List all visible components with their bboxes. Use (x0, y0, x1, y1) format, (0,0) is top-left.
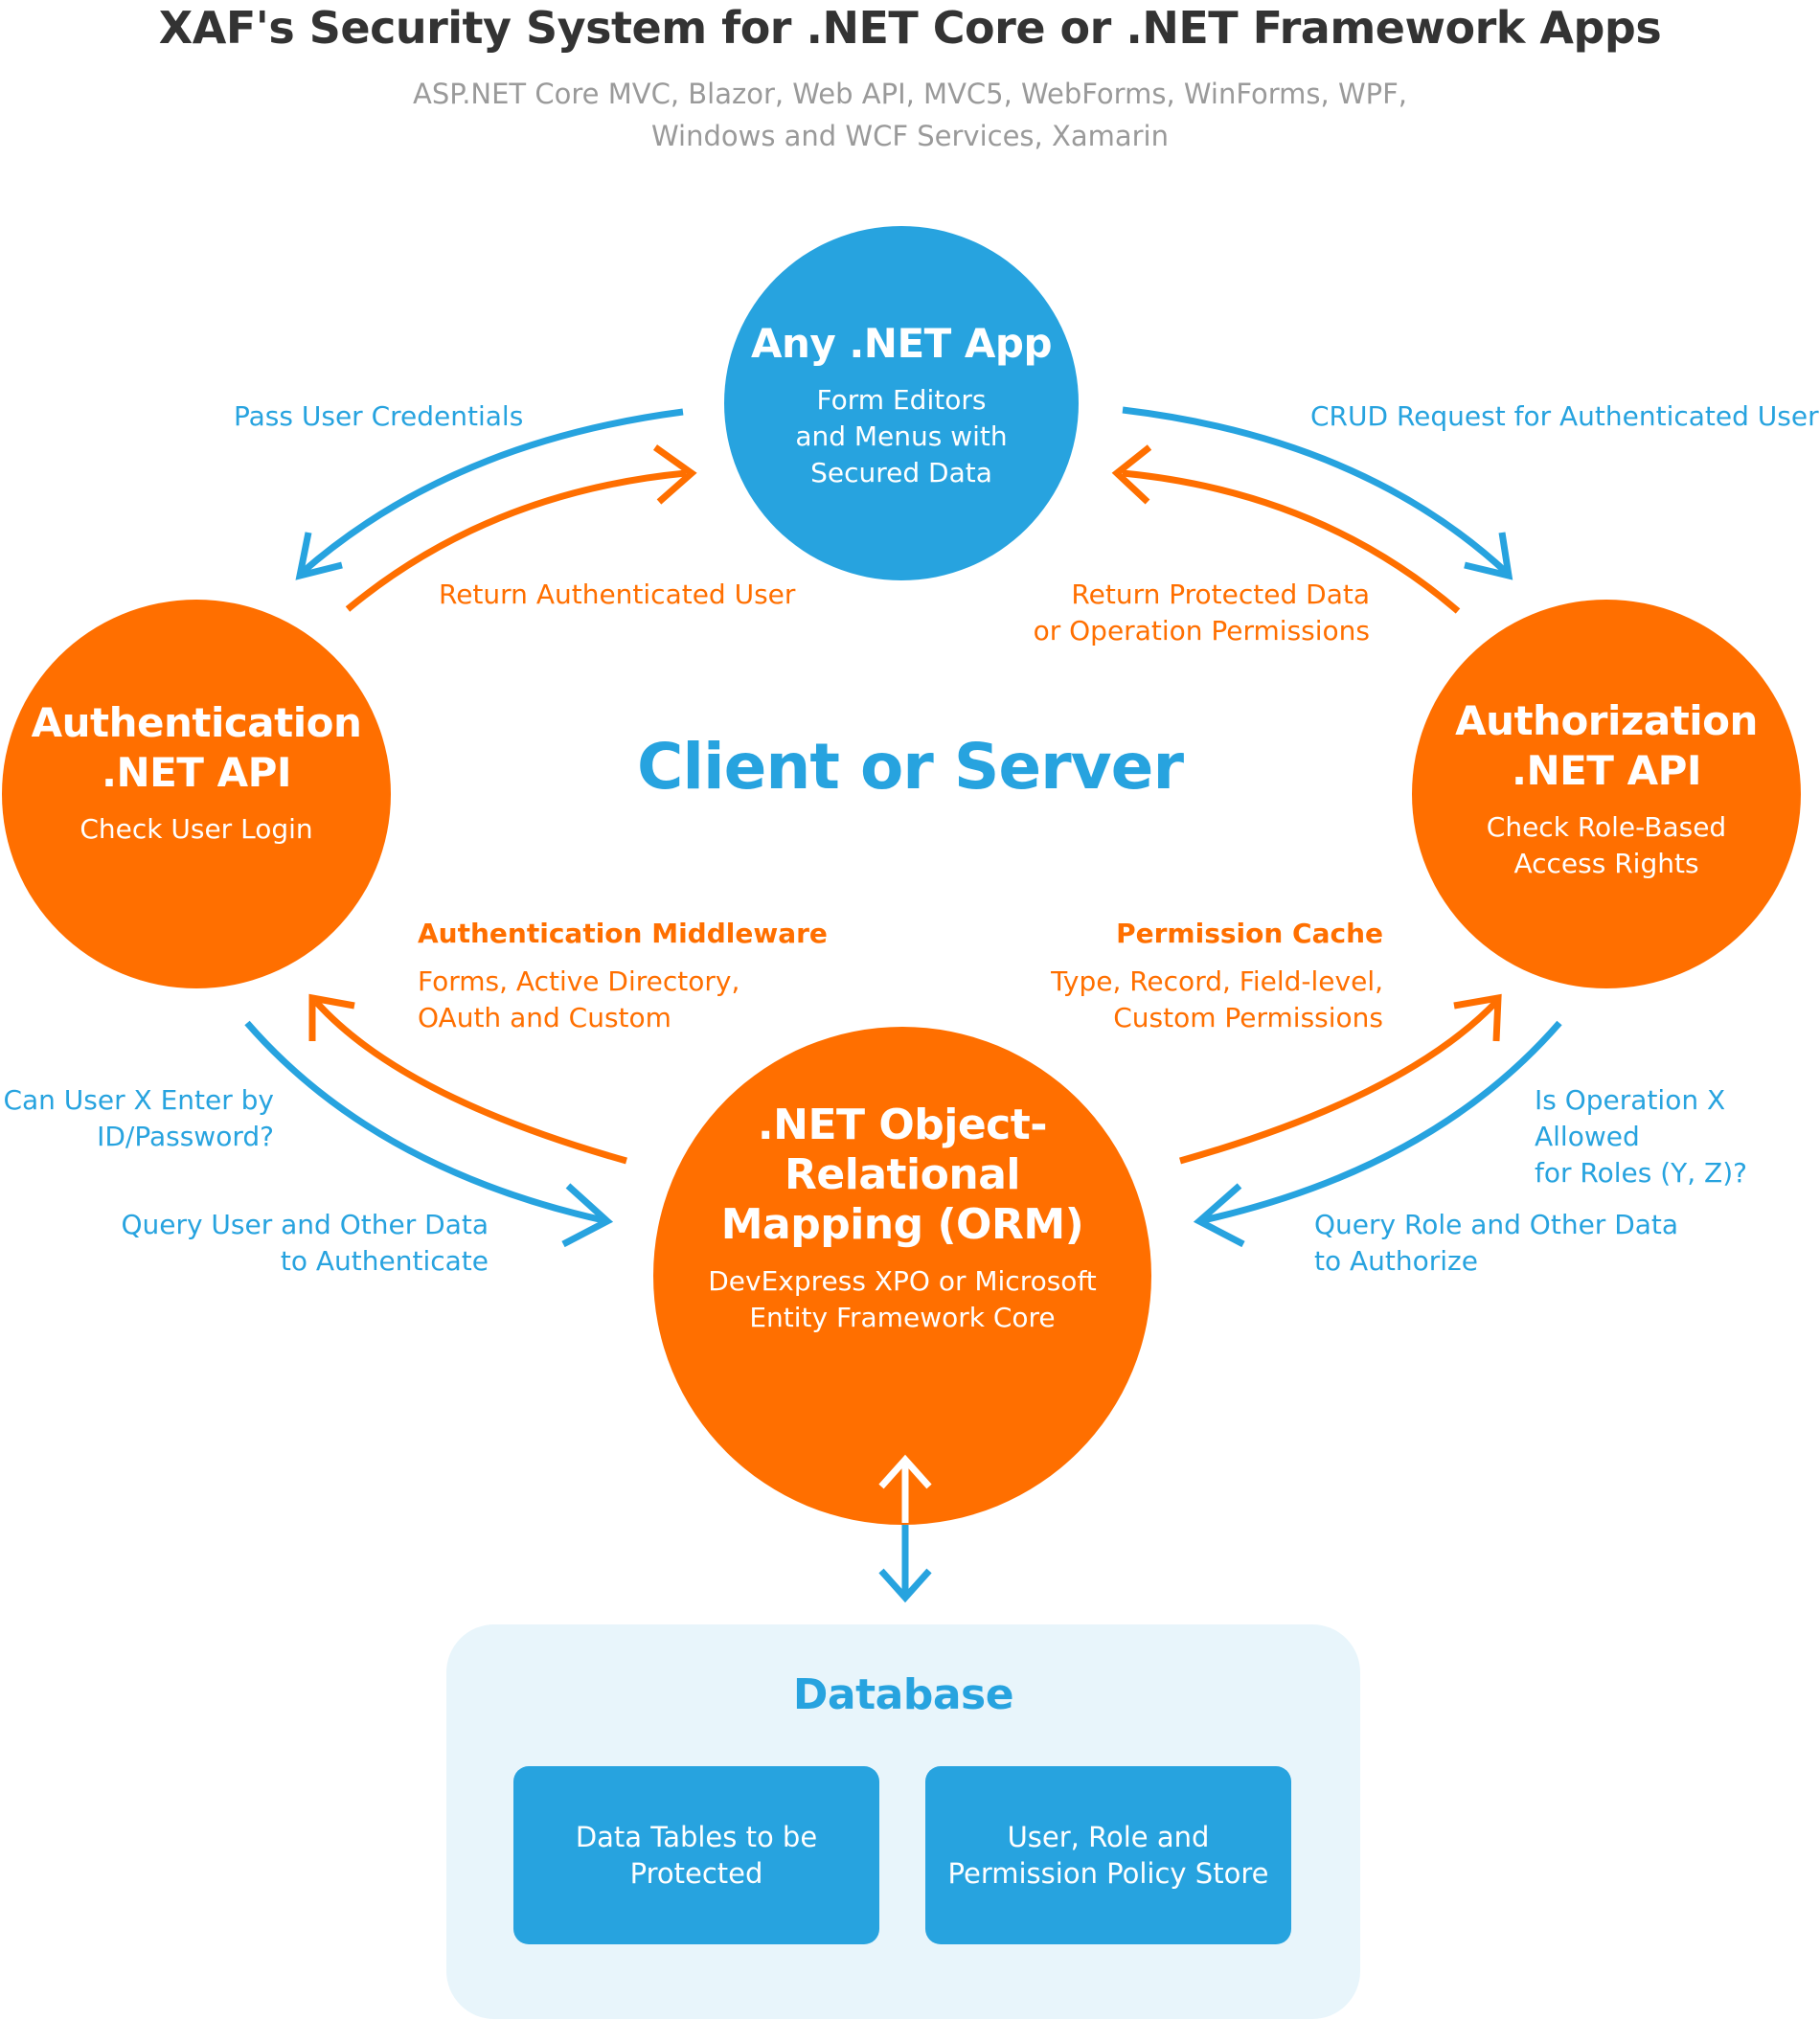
permission-cache-title: Permission Cache (1116, 918, 1383, 949)
label-query-user: Query User and Other Data to Authenticat… (96, 1207, 489, 1280)
label-line: Return Protected Data (1071, 579, 1370, 610)
node-desc-line: Access Rights (1513, 848, 1699, 879)
node-desc-line: Secured Data (810, 457, 992, 488)
flow-arrow-icon (345, 469, 687, 612)
node-title-line: .NET API (102, 749, 291, 796)
flow-arrow-icon (313, 999, 627, 1165)
page-title: XAF's Security System for .NET Core or .… (158, 2, 1662, 54)
flow-arrow-icon (1453, 993, 1502, 1042)
label-line: to Authenticate (280, 1245, 489, 1277)
label-query-role: Query Role and Other Data to Authorize (1314, 1207, 1678, 1280)
db-box-line: Permission Policy Store (947, 1857, 1269, 1890)
label-crud-request: CRUD Request for Authenticated User (1310, 400, 1819, 432)
label-line: Forms, Active Directory, (418, 965, 740, 997)
authentication-middleware-desc: Forms, Active Directory, OAuth and Custo… (418, 964, 739, 1036)
db-policy-store-box: User, Role and Permission Policy Store (925, 1766, 1291, 1944)
db-box-line: Protected (629, 1857, 763, 1890)
node-orm: .NET Object-Relational Mapping (ORM) Dev… (653, 1027, 1151, 1525)
label-line: Query User and Other Data (121, 1209, 489, 1240)
flow-arrow-icon (1122, 406, 1510, 576)
subtitle-line: ASP.NET Core MVC, Blazor, Web API, MVC5,… (412, 78, 1408, 110)
sync-arrow-up-head (878, 1454, 932, 1489)
authentication-middleware-title: Authentication Middleware (418, 918, 828, 949)
node-desc-line: Form Editors (816, 384, 987, 416)
node-title-line: Mapping (ORM) (720, 1200, 1084, 1249)
node-desc-line: Check Role-Based (1486, 811, 1727, 843)
sync-arrow-down-head (878, 1568, 932, 1603)
label-line: Custom Permissions (1113, 1002, 1383, 1033)
orm-database-sync-icon (878, 1454, 932, 1603)
label-return-authenticated-user: Return Authenticated User (439, 579, 796, 610)
page-subtitle: ASP.NET Core MVC, Blazor, Web API, MVC5,… (0, 73, 1820, 157)
flow-arrow-icon (308, 993, 355, 1041)
node-desc: Check Role-Based Access Rights (1487, 809, 1726, 882)
node-desc-line: Check User Login (80, 813, 313, 845)
flow-arrow-icon (1464, 532, 1513, 580)
label-line: for Roles (Y, Z)? (1535, 1157, 1748, 1189)
label-line: Query Role and Other Data (1314, 1209, 1679, 1240)
node-authentication-api: Authentication .NET API Check User Login (2, 600, 391, 988)
node-title-line: Authentication (31, 699, 362, 746)
flow-arrow-icon (561, 1183, 614, 1248)
node-desc: DevExpress XPO or Microsoft Entity Frame… (708, 1263, 1097, 1336)
label-line: OAuth and Custom (418, 1002, 671, 1033)
center-label: Client or Server (636, 730, 1184, 804)
flow-arrow-icon (1202, 1020, 1562, 1224)
label-line: or Operation Permissions (1033, 615, 1370, 647)
flow-arrow-icon (295, 532, 343, 580)
node-desc-line: and Menus with (795, 420, 1008, 452)
node-title-line: .NET Object-Relational (757, 1101, 1048, 1199)
label-line: Is Operation X Allowed (1535, 1084, 1726, 1152)
flow-arrow-icon (1111, 444, 1152, 505)
node-authorization-api: Authorization .NET API Check Role-Based … (1412, 600, 1801, 988)
node-desc: Check User Login (80, 811, 312, 848)
label-pass-credentials: Pass User Credentials (234, 400, 524, 432)
node-desc-line: DevExpress XPO or Microsoft (708, 1265, 1097, 1297)
label-return-protected-data: Return Protected Data or Operation Permi… (958, 577, 1370, 649)
flow-arrow-icon (652, 444, 697, 505)
label-line: Can User X Enter by (3, 1084, 274, 1116)
node-any-net-app: Any .NET App Form Editors and Menus with… (724, 226, 1079, 580)
label-line: ID/Password? (97, 1121, 274, 1152)
node-title: Authorization .NET API (1455, 696, 1758, 796)
node-desc-line: Entity Framework Core (749, 1302, 1056, 1333)
subtitle-line: Windows and WCF Services, Xamarin (650, 120, 1169, 152)
node-title-line: Authorization (1455, 697, 1758, 744)
flow-arrow-icon (1179, 999, 1499, 1165)
flow-arrow-icon (1122, 469, 1461, 614)
flow-arrow-icon (299, 408, 684, 576)
flow-arrow-icon (1193, 1183, 1245, 1248)
permission-cache-desc: Type, Record, Field-level, Custom Permis… (958, 964, 1383, 1036)
node-desc: Form Editors and Menus with Secured Data (795, 382, 1007, 491)
db-data-tables-box: Data Tables to be Protected (513, 1766, 879, 1944)
node-title-line: .NET API (1512, 747, 1701, 794)
node-title: Authentication .NET API (32, 698, 362, 798)
label-is-operation-allowed: Is Operation X Allowed for Roles (Y, Z)? (1535, 1082, 1820, 1192)
db-box-line: User, Role and (1007, 1821, 1210, 1853)
label-line: Type, Record, Field-level, (1051, 965, 1383, 997)
flow-arrow-icon (244, 1020, 604, 1224)
node-title: Any .NET App (750, 320, 1053, 367)
label-line: to Authorize (1314, 1245, 1478, 1277)
database-title: Database (792, 1670, 1014, 1719)
node-title: .NET Object-Relational Mapping (ORM) (653, 1101, 1151, 1250)
db-box-line: Data Tables to be (575, 1821, 818, 1853)
label-can-user-enter: Can User X Enter by ID/Password? (0, 1082, 274, 1155)
